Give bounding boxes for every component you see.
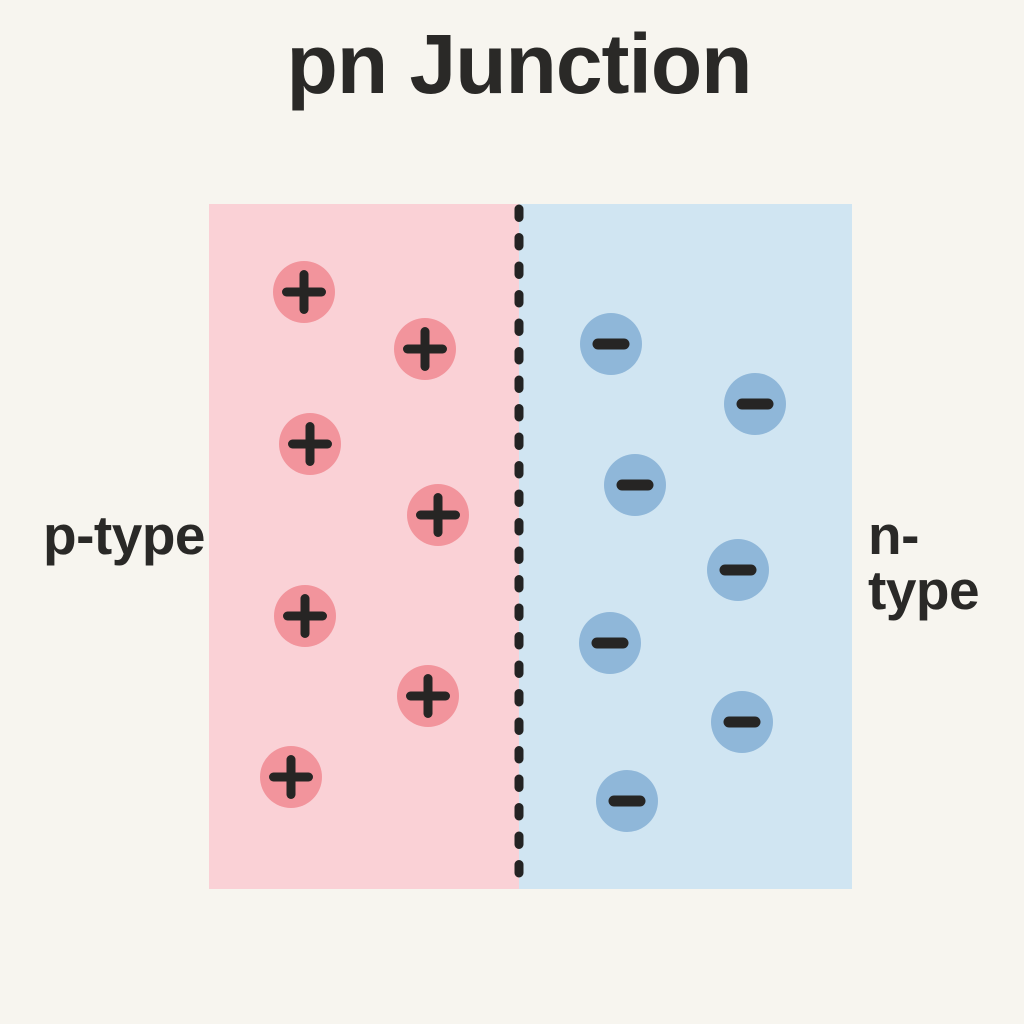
electron-carrier (724, 373, 786, 435)
minus-icon (724, 373, 786, 435)
n-type-label: n-type (868, 504, 980, 621)
electron-carrier (580, 313, 642, 375)
page-title: pn Junction (286, 17, 753, 111)
plus-icon (273, 261, 335, 323)
junction-box (209, 204, 852, 889)
minus-icon (596, 770, 658, 832)
electron-carrier (604, 454, 666, 516)
plus-icon (279, 413, 341, 475)
minus-icon (707, 539, 769, 601)
n-type-region (519, 204, 852, 889)
electron-carrier (579, 612, 641, 674)
hole-carrier (260, 746, 322, 808)
minus-icon (604, 454, 666, 516)
plus-icon (260, 746, 322, 808)
minus-icon (580, 313, 642, 375)
hole-carrier (397, 665, 459, 727)
plus-icon (397, 665, 459, 727)
hole-carrier (394, 318, 456, 380)
hole-carrier (273, 261, 335, 323)
junction-boundary-dashed-line (514, 204, 524, 889)
hole-carrier (407, 484, 469, 546)
electron-carrier (596, 770, 658, 832)
p-type-label: p-type (43, 504, 206, 566)
hole-carrier (274, 585, 336, 647)
electron-carrier (707, 539, 769, 601)
p-type-region (209, 204, 519, 889)
plus-icon (407, 484, 469, 546)
minus-icon (711, 691, 773, 753)
plus-icon (274, 585, 336, 647)
minus-icon (579, 612, 641, 674)
hole-carrier (279, 413, 341, 475)
electron-carrier (711, 691, 773, 753)
plus-icon (394, 318, 456, 380)
